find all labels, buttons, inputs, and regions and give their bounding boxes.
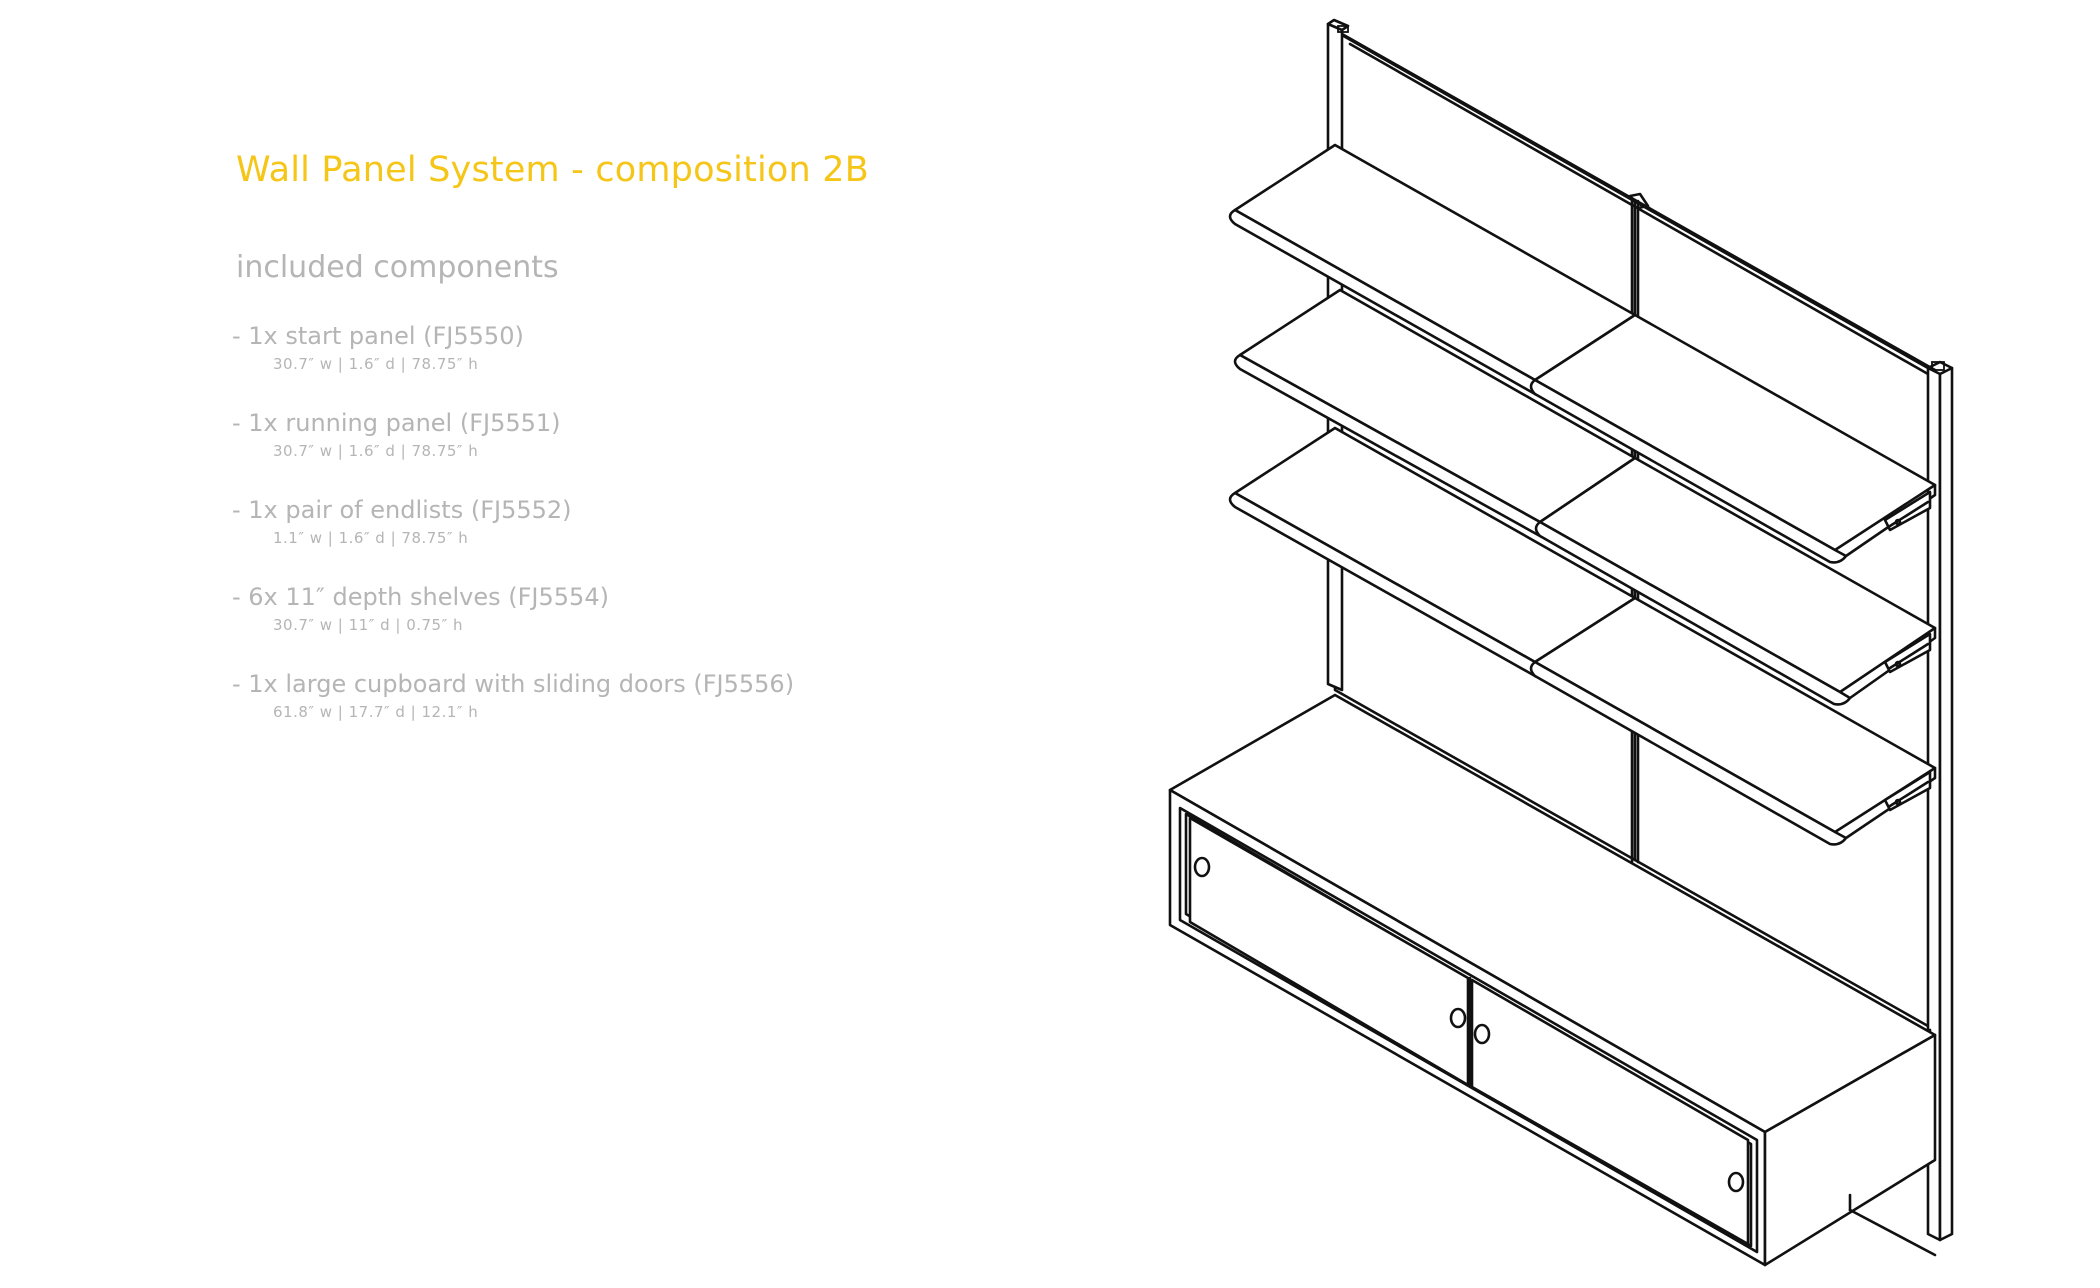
list-item: - 6x 11″ depth shelves (FJ5554) 30.7″ w … <box>232 581 794 668</box>
component-name: - 1x running panel (FJ5551) <box>232 409 561 437</box>
sliding-door-right <box>1470 978 1750 1246</box>
door-pull <box>1727 1171 1745 1193</box>
component-dimensions: 1.1″ w | 1.6″ d | 78.75″ h <box>273 529 469 547</box>
component-name: - 1x pair of endlists (FJ5552) <box>232 496 572 524</box>
door-pull <box>1449 1007 1467 1029</box>
component-dimensions: 30.7″ w | 1.6″ d | 78.75″ h <box>273 355 479 373</box>
wall-unit-illustration <box>1150 0 2100 1288</box>
door-pull <box>1473 1023 1491 1045</box>
component-name: - 1x start panel (FJ5550) <box>232 322 524 350</box>
wall-unit-drawing <box>1168 18 1954 1267</box>
list-item: - 1x large cupboard with sliding doors (… <box>232 668 794 755</box>
component-name: - 1x large cupboard with sliding doors (… <box>232 670 795 698</box>
page-title: Wall Panel System - composition 2B <box>236 150 869 190</box>
list-item: - 1x start panel (FJ5550) 30.7″ w | 1.6″… <box>232 320 794 407</box>
component-dimensions: 61.8″ w | 17.7″ d | 12.1″ h <box>273 703 479 721</box>
component-dimensions: 30.7″ w | 11″ d | 0.75″ h <box>273 616 463 634</box>
component-list: - 1x start panel (FJ5550) 30.7″ w | 1.6″… <box>232 320 794 755</box>
list-item: - 1x running panel (FJ5551) 30.7″ w | 1.… <box>232 407 794 494</box>
section-subtitle: included components <box>236 250 559 285</box>
cupboard-side <box>1763 1033 1937 1267</box>
component-name: - 6x 11″ depth shelves (FJ5554) <box>232 583 609 611</box>
shelves <box>1228 143 1937 846</box>
component-dimensions: 30.7″ w | 1.6″ d | 78.75″ h <box>273 442 479 460</box>
sliding-door-left <box>1188 816 1470 1087</box>
cupboard <box>1168 693 1937 1267</box>
door-pull <box>1193 856 1211 878</box>
list-item: - 1x pair of endlists (FJ5552) 1.1″ w | … <box>232 494 794 581</box>
